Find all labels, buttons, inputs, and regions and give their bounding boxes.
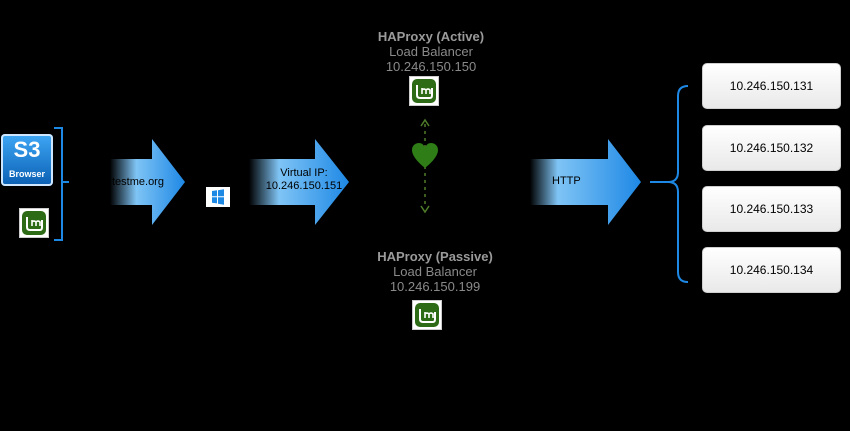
vip-label-line2: 10.246.150.151 bbox=[265, 180, 343, 192]
haproxy-passive-title: HAProxy (Passive) bbox=[377, 249, 493, 264]
haproxy-active-ip: 10.246.150.150 bbox=[385, 59, 477, 74]
s3-caption-text: Browser bbox=[8, 169, 45, 179]
haproxy-active-title: HAProxy (Active) bbox=[377, 29, 485, 44]
linux-mint-icon bbox=[19, 208, 49, 238]
backend-server: 10.246.150.132 bbox=[702, 125, 841, 171]
haproxy-active: HAProxy (Active) Load Balancer 10.246.15… bbox=[331, 29, 531, 74]
servers-bracket bbox=[650, 85, 689, 283]
arrow-client-to-vip bbox=[110, 139, 185, 225]
s3-browser-icon: S3 Browser bbox=[1, 134, 53, 186]
arrow-http bbox=[530, 139, 641, 225]
haproxy-passive-role: Load Balancer bbox=[393, 264, 477, 279]
linux-mint-icon bbox=[409, 76, 439, 106]
heartbeat-heart-icon bbox=[412, 143, 438, 168]
client-bracket bbox=[54, 127, 69, 241]
linux-mint-icon bbox=[412, 300, 442, 330]
domain-label: testme.org bbox=[112, 176, 164, 188]
windows-icon bbox=[206, 187, 230, 207]
s3-badge-text: S3 bbox=[13, 137, 41, 162]
backend-server: 10.246.150.134 bbox=[702, 247, 841, 293]
http-label: HTTP bbox=[552, 175, 581, 187]
haproxy-passive-ip: 10.246.150.199 bbox=[389, 279, 481, 294]
vip-label-line1: Virtual IP: bbox=[280, 167, 328, 179]
haproxy-active-role: Load Balancer bbox=[389, 44, 473, 59]
haproxy-passive: HAProxy (Passive) Load Balancer 10.246.1… bbox=[335, 249, 535, 294]
vip-label: Virtual IP: 10.246.150.151 bbox=[256, 167, 352, 193]
backend-server: 10.246.150.131 bbox=[702, 63, 841, 109]
arrow-vip-to-haproxy bbox=[249, 139, 349, 225]
backend-server: 10.246.150.133 bbox=[702, 186, 841, 232]
